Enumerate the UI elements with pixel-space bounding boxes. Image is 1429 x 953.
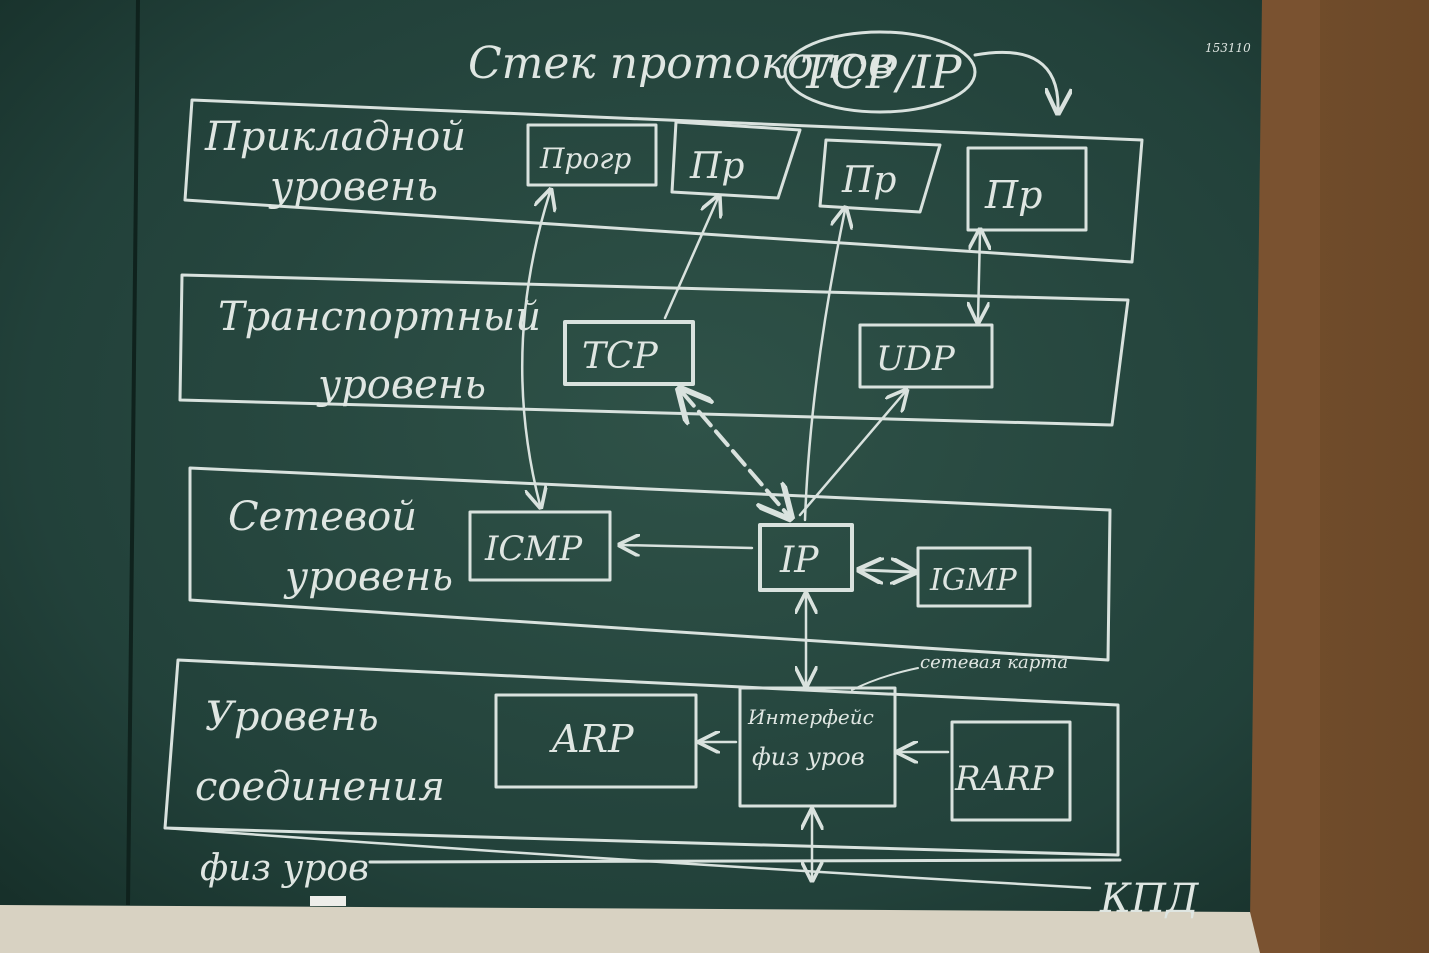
link-band [163,658,1120,857]
interface-label-2: физ уров [752,743,865,771]
icmp-label: ICMP [484,529,583,569]
netcard-pointer [851,667,919,691]
corner-mark: 153110 [1205,41,1251,55]
application-layer-label-1: Прикладной [204,114,466,160]
arp-box: ARP [494,693,698,789]
arrow-ip-igmp [862,570,912,572]
link-layer-label-2: соединения [195,764,445,810]
title-stack: TCP/IP [800,45,962,99]
chalk-ledge [0,905,1260,953]
physical-line [368,858,1122,864]
arrow-app2-tcp [663,198,718,320]
tcp-label: TCP [582,336,659,377]
network-layer-label-2: уровень [283,554,453,600]
application-band [183,98,1144,264]
arrow-app3-ip [803,210,845,522]
application-layer-label-2: уровень [268,164,438,210]
netcard-note: сетевая карта [920,652,1068,673]
udp-box: UDP [858,323,994,389]
app-box-4: Пр [966,146,1088,232]
bottom-line [163,826,1092,890]
app-box-1: Прогр [526,123,658,187]
tcp-box: TCP [563,320,695,386]
app-box-3: Пр [818,138,942,214]
arrow-icmp-ip [622,545,754,548]
rarp-label: RARP [954,759,1055,799]
title-circle [783,30,977,114]
link-layer-label-1: Уровень [205,694,379,740]
transport-layer-label-2: уровень [316,362,486,408]
app-box-1-label: Прогр [539,142,631,175]
ip-label: IP [779,540,819,581]
app-box-3-label: Пр [841,160,896,201]
layer-bands [163,98,1144,857]
interface-box: Интерфейс физ уров [738,686,897,808]
ip-box: IP [758,523,854,592]
title-curve-arrow [973,50,1058,110]
kpd-label: КПД [1099,876,1200,922]
network-layer-label-1: Сетевой [228,494,417,540]
app-box-4-label: Пр [984,173,1042,217]
connection-arrows [520,192,980,878]
udp-label: UDP [876,339,956,379]
arrow-app4-udp [978,232,980,320]
rarp-box: RARP [950,720,1072,822]
board-title: Стек протоколов [468,38,894,89]
arrow-tcp-ip [682,392,788,515]
network-band [188,466,1112,662]
app-box-2-label: Пр [689,146,744,187]
igmp-box: IGMP [916,546,1032,608]
chalk-piece [310,896,346,906]
arp-label: ARP [549,717,635,761]
arrow-udp-ip [798,392,905,517]
physical-layer-label: физ уров [200,848,369,889]
board-seam [126,0,140,906]
arrow-app1-icmp [520,192,550,505]
transport-layer-label-1: Транспортный [218,294,541,340]
igmp-label: IGMP [929,563,1018,598]
interface-label-1: Интерфейс [747,705,874,729]
transport-band [178,273,1130,427]
app-box-2: Пр [670,120,802,200]
